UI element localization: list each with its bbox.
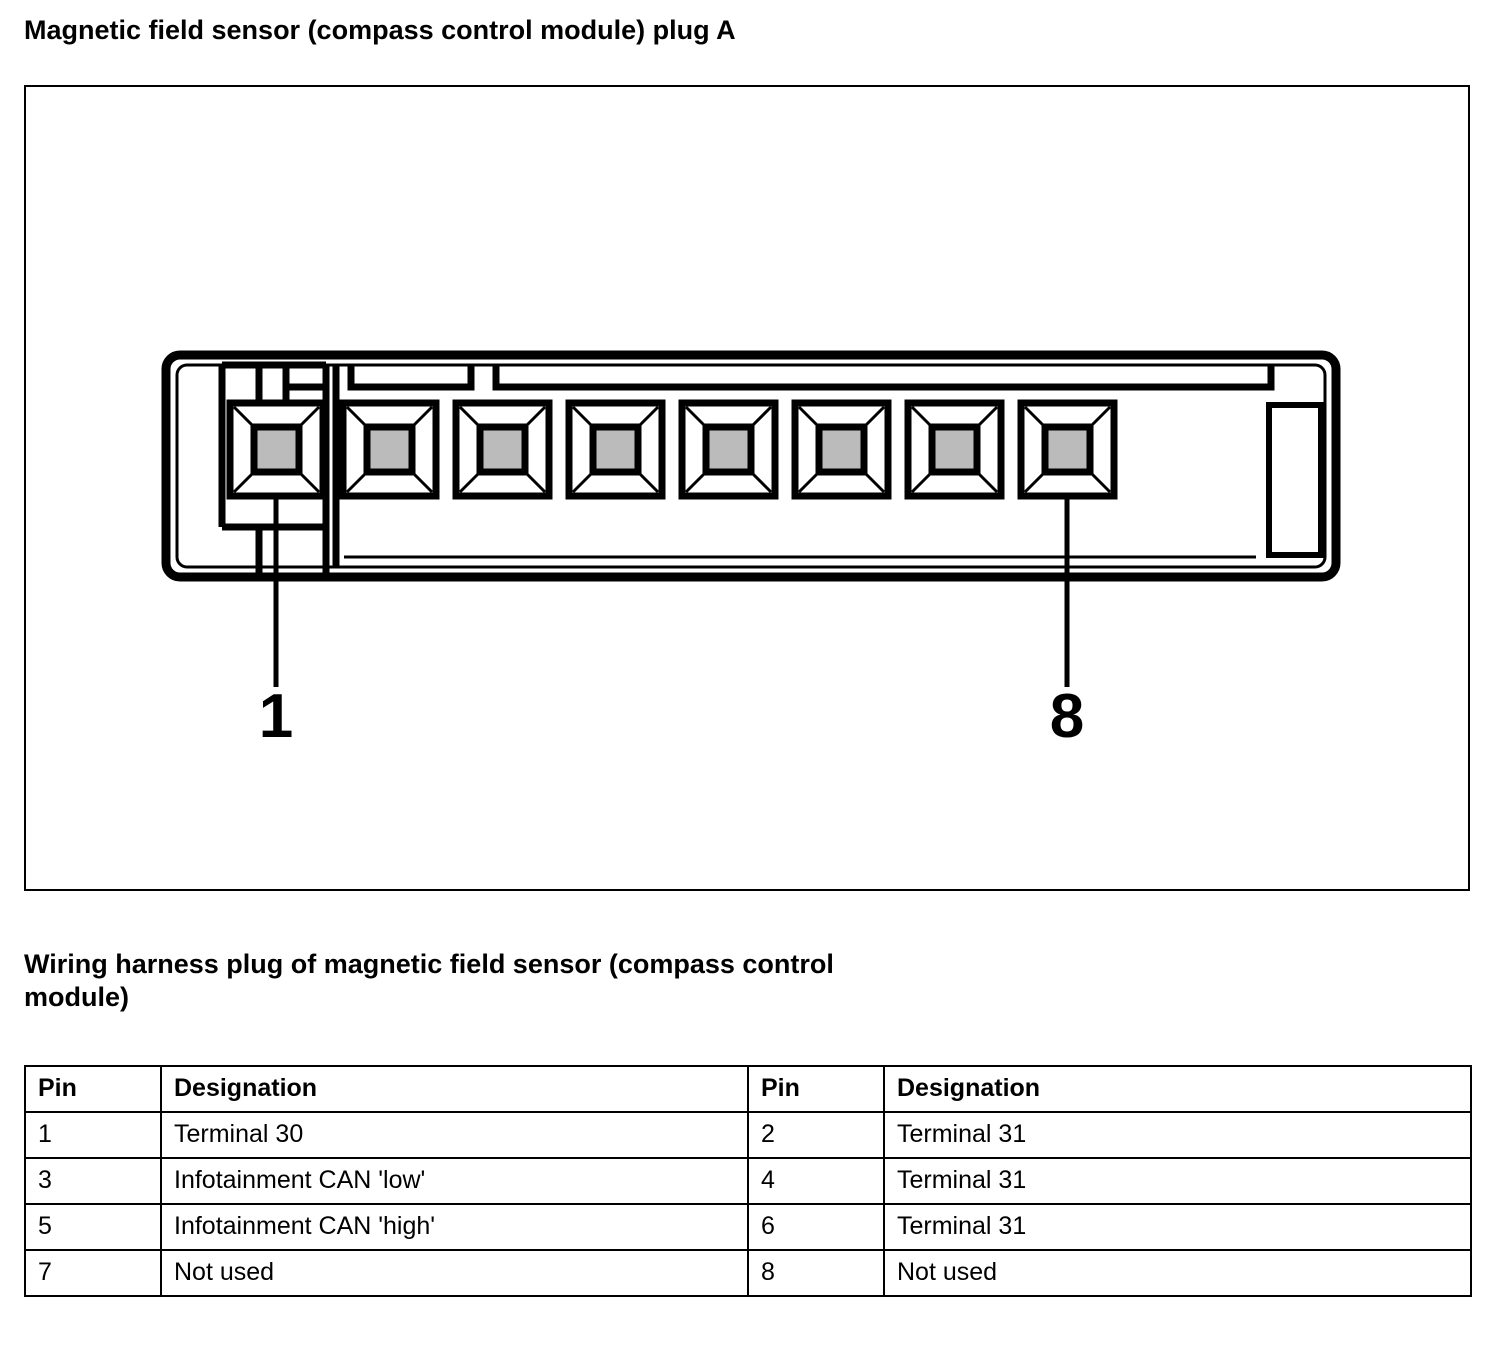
header-pin-right: Pin	[747, 1065, 885, 1113]
connector-figure-frame: 1 8	[24, 85, 1470, 891]
pin-cavity-group	[226, 399, 1118, 500]
header-designation-right: Designation	[883, 1065, 1472, 1113]
cell-designation-6: Terminal 31	[883, 1203, 1472, 1251]
table-row: 3 Infotainment CAN 'low' 4 Terminal 31	[24, 1157, 1472, 1205]
table-row: 5 Infotainment CAN 'high' 6 Terminal 31	[24, 1203, 1472, 1251]
cell-pin-1: 1	[24, 1111, 162, 1159]
cell-pin-6: 6	[747, 1203, 885, 1251]
cell-pin-4: 4	[747, 1157, 885, 1205]
pin-cavity-3	[452, 399, 553, 500]
connector-pinout-diagram: 1 8	[161, 350, 1341, 751]
cell-designation-1: Terminal 30	[160, 1111, 749, 1159]
cell-designation-4: Terminal 31	[883, 1157, 1472, 1205]
pin-label-8: 8	[1050, 682, 1084, 751]
connector-right-slot	[1266, 402, 1324, 558]
table-header-row: Pin Designation Pin Designation	[24, 1065, 1472, 1113]
pin-cavity-1	[226, 399, 327, 500]
pin-cavity-4	[565, 399, 666, 500]
cell-pin-5: 5	[24, 1203, 162, 1251]
pin-cavity-5	[678, 399, 779, 500]
cell-pin-3: 3	[24, 1157, 162, 1205]
cell-designation-3: Infotainment CAN 'low'	[160, 1157, 749, 1205]
pin-cavity-2	[339, 399, 440, 500]
cell-pin-2: 2	[747, 1111, 885, 1159]
pin-label-1: 1	[259, 682, 293, 751]
cell-designation-8: Not used	[883, 1249, 1472, 1297]
pin-cavity-8	[1017, 399, 1118, 500]
section-heading: Wiring harness plug of magnetic field se…	[24, 949, 834, 1012]
table-row: 1 Terminal 30 2 Terminal 31	[24, 1111, 1472, 1159]
cell-designation-5: Infotainment CAN 'high'	[160, 1203, 749, 1251]
table-row: 7 Not used 8 Not used	[24, 1249, 1472, 1297]
cell-designation-7: Not used	[160, 1249, 749, 1297]
connector-top-rail	[347, 365, 1275, 391]
pin-cavity-7	[904, 399, 1005, 500]
leader-lines	[273, 496, 1070, 687]
cell-pin-7: 7	[24, 1249, 162, 1297]
cell-pin-8: 8	[747, 1249, 885, 1297]
pin-cavity-6	[791, 399, 892, 500]
header-pin-left: Pin	[24, 1065, 162, 1113]
header-designation-left: Designation	[160, 1065, 749, 1113]
page-title: Magnetic field sensor (compass control m…	[24, 15, 736, 45]
cell-designation-2: Terminal 31	[883, 1111, 1472, 1159]
pin-assignment-table: Pin Designation Pin Designation 1 Termin…	[24, 1065, 1472, 1297]
